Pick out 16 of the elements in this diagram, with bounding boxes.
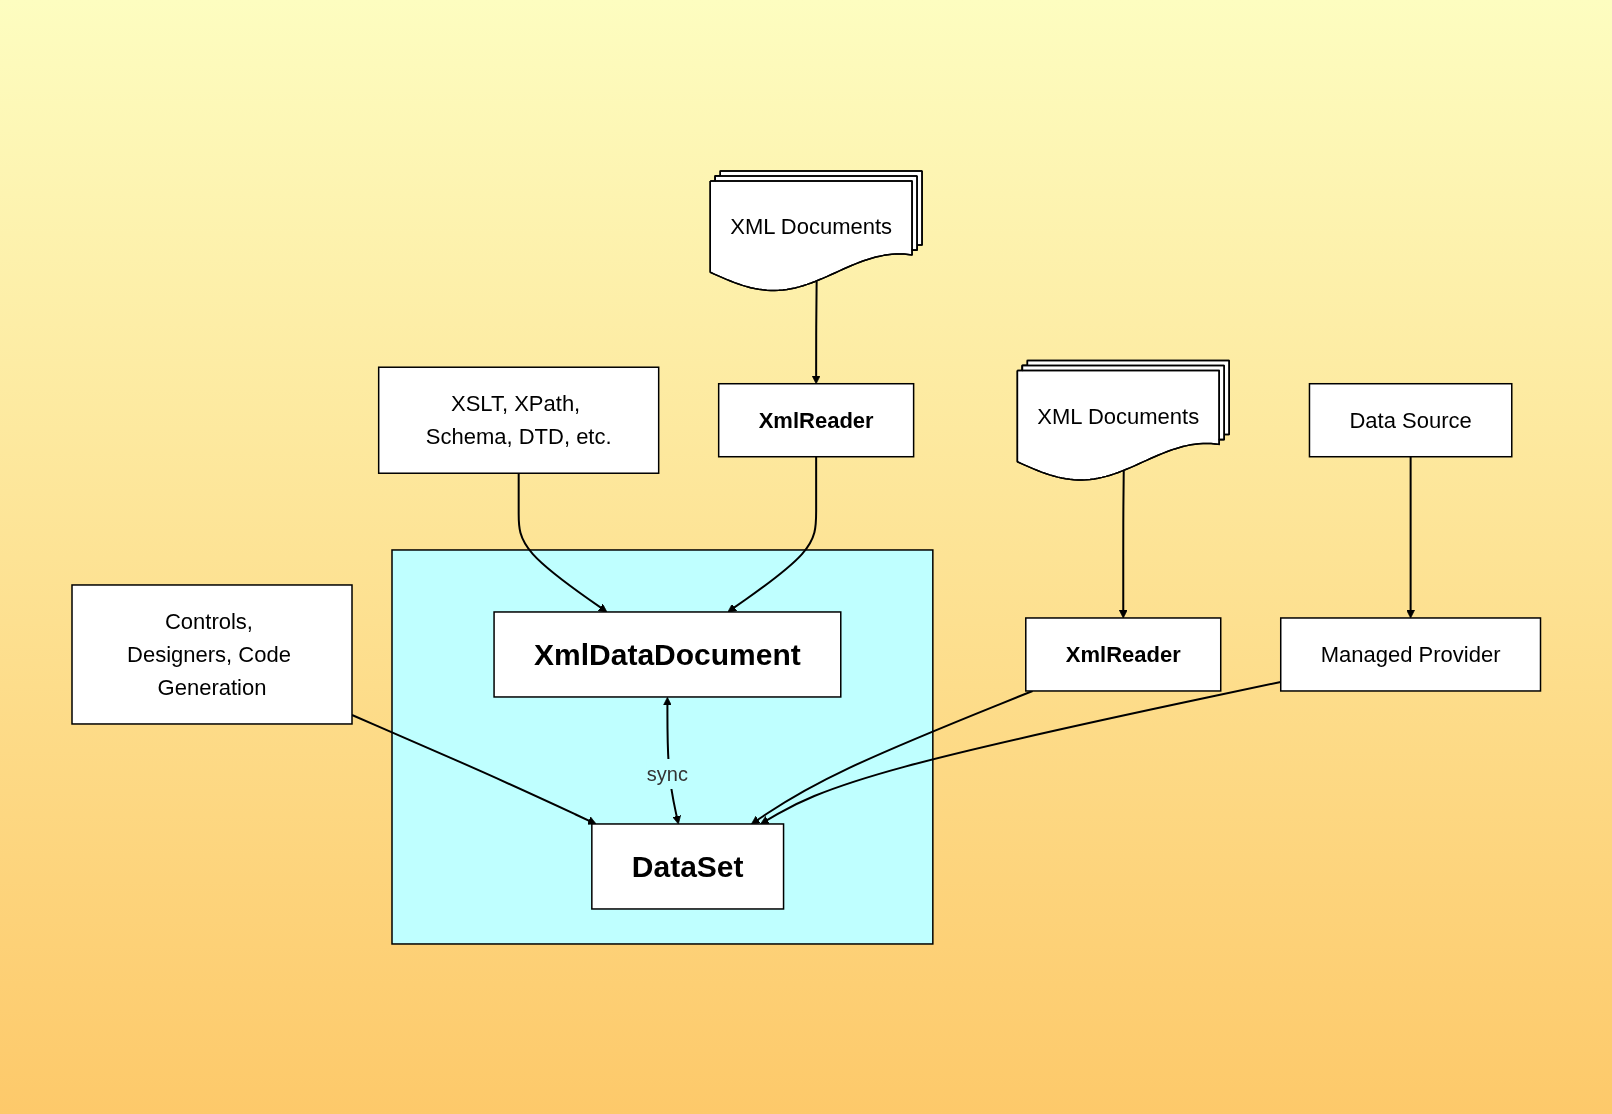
edge-label: sync (646, 762, 688, 785)
node-box: XmlReader (717, 382, 915, 457)
node-box: XmlDataDocument (493, 610, 842, 698)
arrow (727, 455, 817, 612)
node-box: XmlReader (1024, 616, 1222, 692)
node-box: Controls, Designers, Code Generation (71, 583, 353, 725)
node-box: Data Source (1308, 382, 1513, 457)
node-box: XSLT, XPath, Schema, DTD, etc. (377, 366, 660, 474)
arrow (1405, 455, 1415, 618)
arrow (517, 471, 608, 612)
arrow (1118, 469, 1128, 618)
node-box: Managed Provider (1279, 616, 1541, 692)
node-box: DataSet (590, 822, 785, 910)
arrow (750, 689, 1034, 824)
cluster (391, 548, 934, 945)
arrow (811, 280, 821, 384)
